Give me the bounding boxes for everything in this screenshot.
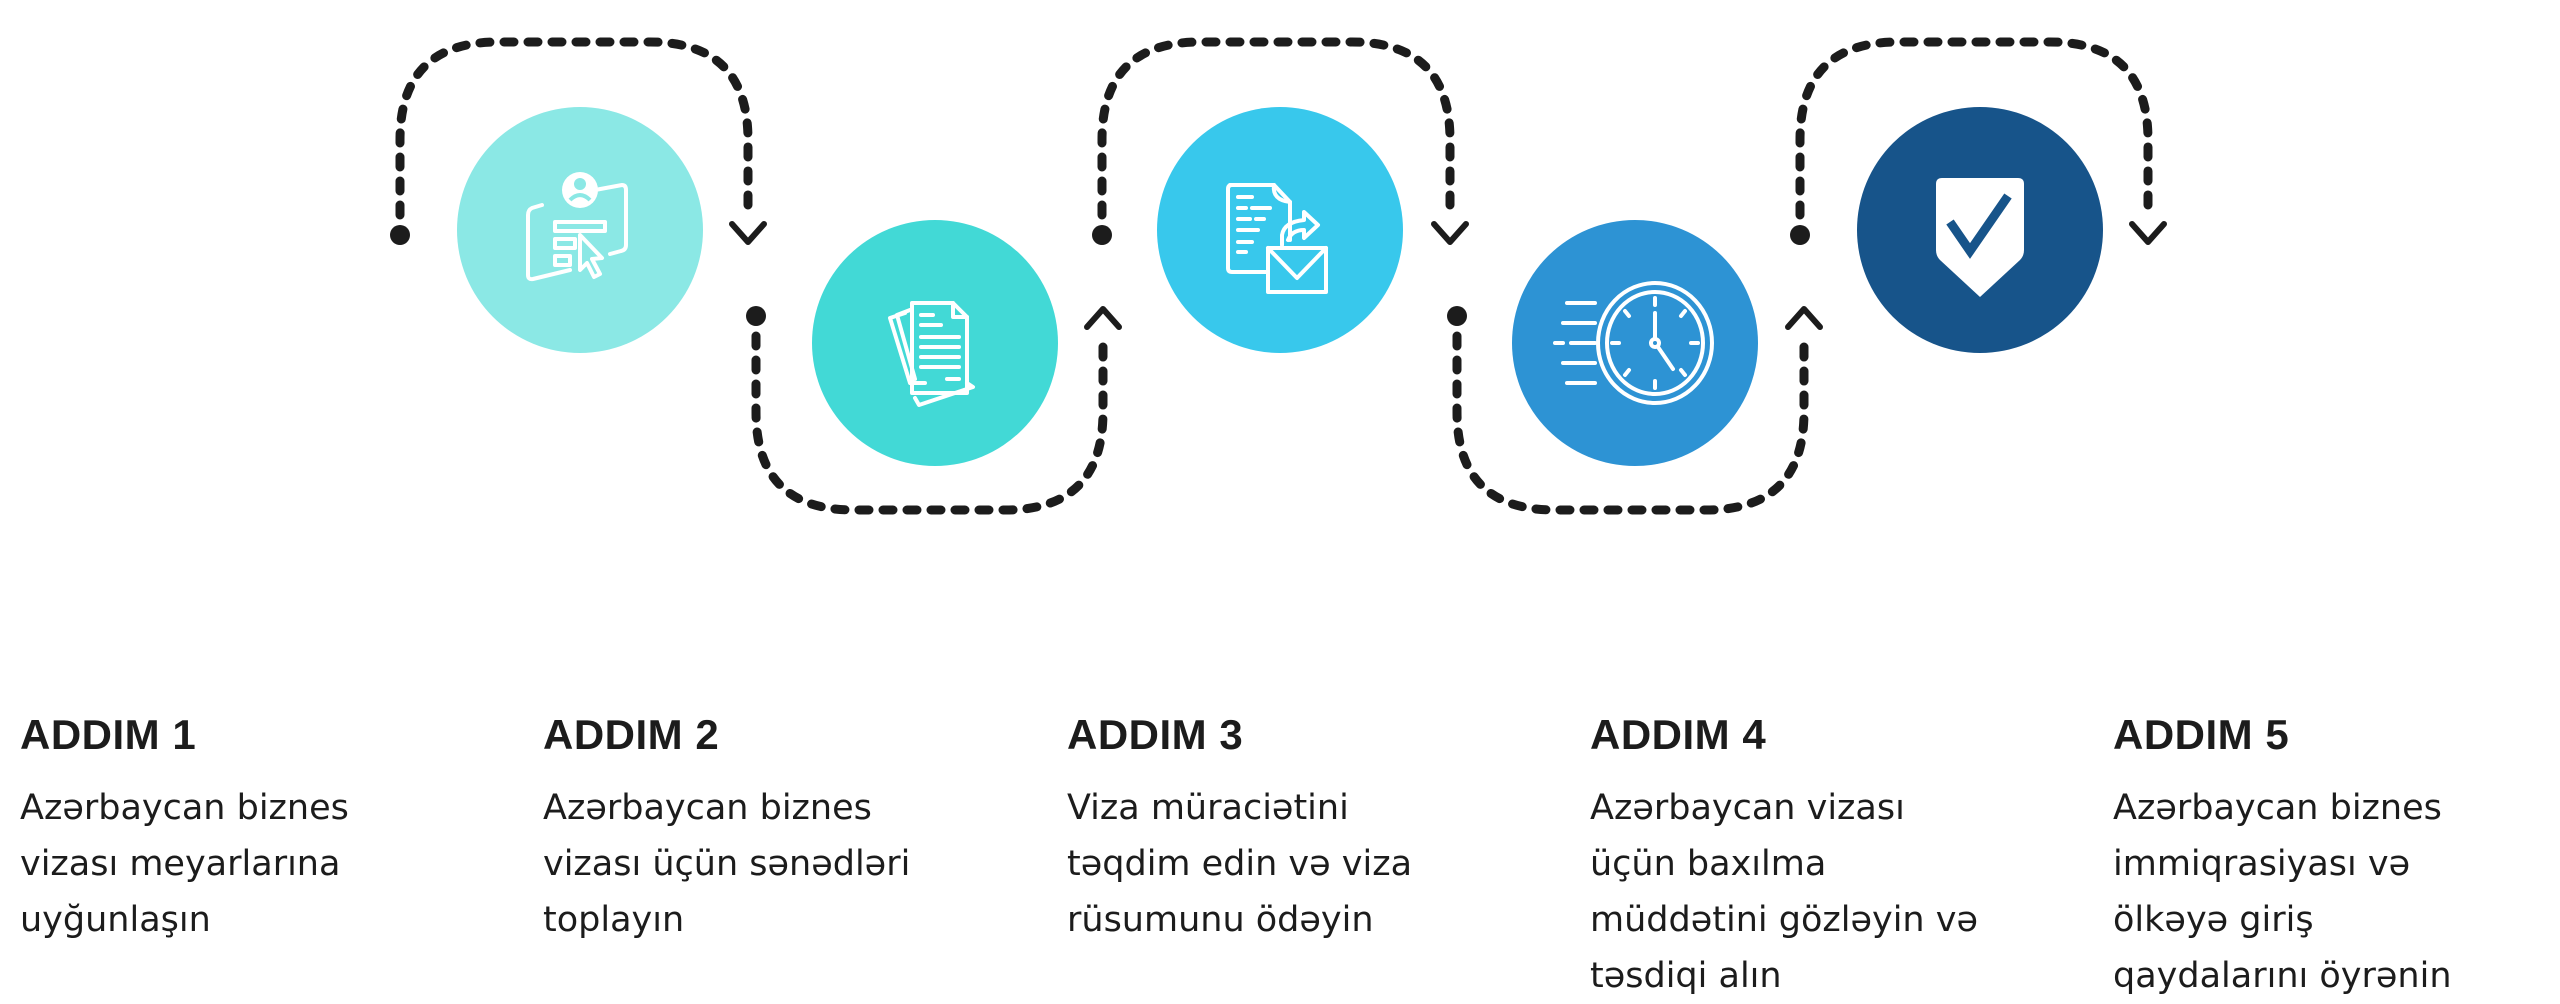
step-title: ADDIM 4: [1590, 711, 1767, 758]
process-flow-diagram: .dash { fill:none; stroke:#1c1c1c; strok…: [390, 37, 2167, 515]
arrow-down-icon: [1431, 221, 1469, 245]
step-desc-line: rüsumunu ödəyin: [1067, 900, 1374, 940]
step-3: ADDIM 3 Viza müraciətini təqdim edin və …: [1067, 700, 1537, 948]
step-2-node: [812, 220, 1058, 466]
step-desc-line: təsdiqi alın: [1590, 956, 1782, 996]
connector-top-1: [390, 37, 767, 245]
step-desc-line: Azərbaycan biznes: [543, 788, 872, 828]
start-dot: [1447, 306, 1467, 326]
step-description: Azərbaycan biznes immiqrasiyası və ölkəy…: [2113, 780, 2560, 1004]
arrow-up-icon: [1084, 306, 1122, 330]
steps-list: ADDIM 1 Azərbaycan biznes vizası meyarla…: [0, 700, 2560, 1004]
start-dot: [746, 306, 766, 326]
step-2: ADDIM 2 Azərbaycan biznes vizası üçün sə…: [543, 700, 1013, 948]
step-desc-line: vizası meyarlarına: [20, 844, 341, 884]
step-desc-line: toplayın: [543, 900, 685, 940]
arrow-up-icon: [1785, 306, 1823, 330]
step-desc-line: immiqrasiyası və: [2113, 844, 2411, 884]
connector-top-3: [1790, 37, 2167, 245]
documents-stack-icon: [888, 301, 975, 407]
start-dot: [1092, 225, 1112, 245]
step-5: ADDIM 5 Azərbaycan biznes immiqrasiyası …: [2113, 700, 2560, 1004]
online-application-icon: [526, 172, 628, 282]
step-description: Azərbaycan vizası üçün baxılma müddətini…: [1590, 780, 2060, 1004]
step-description: Azərbaycan biznes vizası üçün sənədləri …: [543, 780, 1013, 948]
document-send-mail-icon: [1226, 183, 1328, 294]
step-desc-line: üçün baxılma: [1590, 844, 1827, 884]
start-dot: [1790, 225, 1810, 245]
step-desc-line: ölkəyə giriş: [2113, 900, 2314, 940]
step-desc-line: Azərbaycan biznes: [2113, 788, 2442, 828]
step-desc-line: qaydalarını öyrənin: [2113, 956, 2452, 996]
step-1: ADDIM 1 Azərbaycan biznes vizası meyarla…: [20, 700, 490, 948]
step-description: Azərbaycan biznes vizası meyarlarına uyğ…: [20, 780, 490, 948]
step-4: ADDIM 4 Azərbaycan vizası üçün baxılma m…: [1590, 700, 2060, 1004]
step-description: Viza müraciətini təqdim edin və viza rüs…: [1067, 780, 1537, 948]
step-desc-line: Azərbaycan biznes: [20, 788, 349, 828]
step-3-node: [1157, 107, 1403, 353]
step-title: ADDIM 3: [1067, 711, 1244, 758]
shield-check-icon: [1936, 178, 2024, 297]
step-title: ADDIM 1: [20, 711, 197, 758]
fast-clock-icon: [1553, 281, 1714, 405]
arrow-down-icon: [729, 221, 767, 245]
step-1-node: [457, 107, 703, 353]
connector-bottom-2: [1447, 306, 1823, 515]
connector-bottom-1: [746, 306, 1122, 515]
step-title: ADDIM 5: [2113, 711, 2290, 758]
step-5-node: [1857, 107, 2103, 353]
step-desc-line: təqdim edin və viza: [1067, 844, 1413, 884]
step-desc-line: Azərbaycan vizası: [1590, 788, 1905, 828]
step-title: ADDIM 2: [543, 711, 720, 758]
step-desc-line: vizası üçün sənədləri: [543, 844, 911, 884]
step-desc-line: Viza müraciətini: [1067, 788, 1349, 828]
step-desc-line: müddətini gözləyin və: [1590, 900, 1978, 940]
step-4-node: [1512, 220, 1758, 466]
step-desc-line: uyğunlaşın: [20, 900, 211, 940]
arrow-down-icon: [2129, 221, 2167, 245]
start-dot: [390, 225, 410, 245]
connector-top-2: [1092, 37, 1469, 245]
